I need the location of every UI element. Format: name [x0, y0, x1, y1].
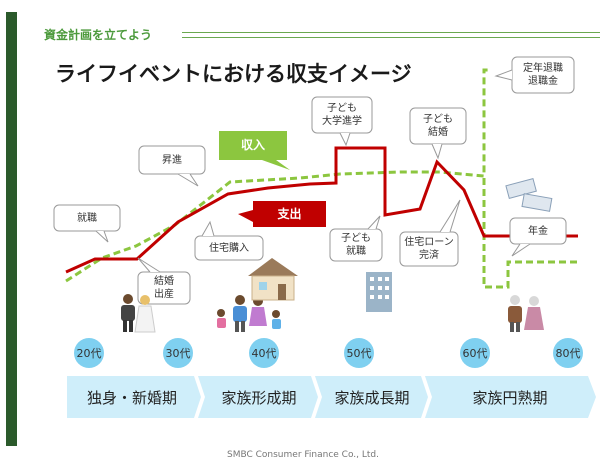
stage-label: 家族形成期	[221, 388, 297, 407]
age-bubble	[74, 338, 104, 368]
stage-band-3	[315, 376, 428, 418]
callout-jutaku	[194, 220, 264, 261]
callout-daigaku	[311, 96, 373, 147]
callout-kodomo-shushoku	[329, 215, 383, 262]
stage-band-2	[198, 376, 318, 418]
age-bubble	[344, 338, 374, 368]
expense-line	[65, 146, 578, 274]
age-label: 40代	[251, 347, 277, 360]
stage-label: 独身・新婚期	[86, 388, 177, 407]
income-line-pension	[482, 178, 578, 289]
callout-kekkon	[137, 257, 191, 305]
callout-kodomo-kekkon	[409, 107, 467, 160]
callout-kodomo-kekkon-label: 子ども 結婚	[423, 114, 453, 138]
callout-daigaku-label: 子ども 大学進学	[322, 103, 362, 127]
age-label: 60代	[462, 347, 488, 360]
age-label: 30代	[165, 347, 191, 360]
stage-label: 家族成長期	[334, 388, 410, 407]
age-bubble	[553, 338, 583, 368]
stage-band	[67, 376, 596, 418]
age-label: 50代	[346, 347, 372, 360]
copyright-footer: SMBC Consumer Finance Co., Ltd.	[226, 450, 379, 460]
section-header: 資金計画を立てよう	[44, 28, 153, 42]
callout-loan	[399, 199, 461, 267]
age-label: 20代	[76, 347, 102, 360]
legend-income-box	[219, 131, 290, 170]
house-illustration	[248, 258, 298, 301]
legend-expense-label: 支出	[277, 206, 302, 221]
callout-nenkin-label: 年金	[528, 225, 548, 237]
callout-jutaku-label: 住宅購入	[209, 242, 249, 254]
age-bubble	[249, 338, 279, 368]
callout-loan-label: 住宅ローン 完済	[404, 237, 454, 261]
slide-title: ライフイベントにおける収支イメージ	[55, 62, 412, 86]
callout-teinen-label: 定年退職 退職金	[523, 63, 563, 87]
header-double-rule	[182, 32, 600, 38]
callout-shoshin	[138, 145, 206, 187]
callout-shoshin-label: 昇進	[162, 154, 182, 166]
age-label: 80代	[555, 347, 581, 360]
age-bubble	[163, 338, 193, 368]
legend-income-label: 収入	[240, 138, 265, 152]
legend-expense-box	[238, 201, 326, 227]
stage-band-4	[425, 376, 596, 418]
callout-shushoku-label: 就職	[77, 212, 97, 224]
money-illustration	[505, 177, 553, 212]
couple-illustration	[121, 294, 156, 333]
family-illustration	[217, 295, 281, 332]
age-markers	[74, 338, 583, 368]
callout-nenkin	[509, 217, 567, 257]
elderly-couple-illustration	[508, 295, 544, 332]
callout-kodomo-shushoku-label: 子ども 就職	[341, 233, 371, 257]
callout-shushoku	[53, 204, 121, 243]
callout-kekkon-label: 結婚 出産	[154, 276, 174, 300]
left-accent-bar	[6, 12, 17, 446]
income-line	[65, 68, 488, 283]
stage-band-1	[67, 376, 201, 418]
building-illustration	[366, 272, 392, 312]
callout-teinen	[494, 56, 575, 94]
age-bubble	[460, 338, 490, 368]
stage-label: 家族円熟期	[472, 388, 548, 407]
